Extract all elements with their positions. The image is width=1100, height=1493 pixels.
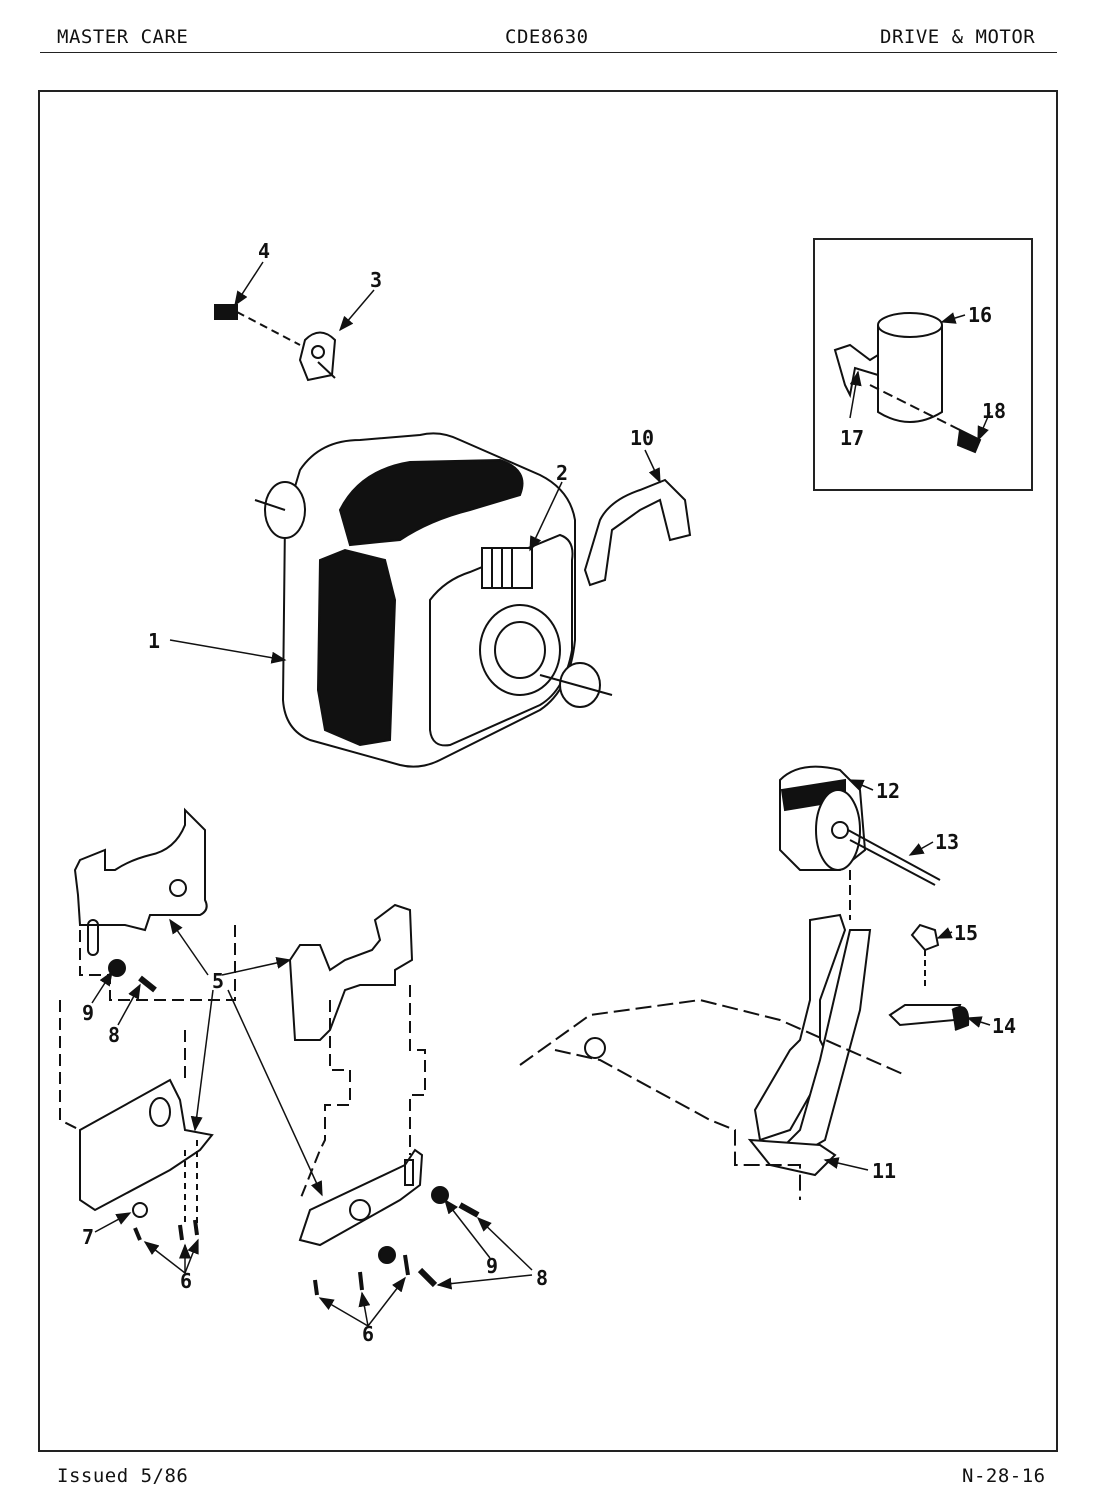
callout-13: 13 [935, 830, 959, 854]
capacitor-inset-frame [813, 238, 1033, 491]
header-section-title: DRIVE & MOTOR [880, 26, 1036, 48]
callout-16: 16 [968, 303, 992, 327]
callout-4: 4 [258, 239, 270, 263]
footer-issue-date: Issued 5/86 [57, 1465, 189, 1487]
callout-2: 2 [556, 461, 568, 485]
callout-17: 17 [840, 426, 864, 450]
clip-and-screw-drawing [214, 304, 337, 382]
callout-8-left: 8 [108, 1023, 120, 1047]
callout-15: 15 [954, 921, 978, 945]
motor-drawing [254, 432, 613, 768]
footer-page-code: N-28-16 [962, 1465, 1046, 1487]
callout-14: 14 [992, 1014, 1016, 1038]
callout-7: 7 [82, 1225, 94, 1249]
idler-assembly-drawing [519, 765, 970, 1200]
header-model-number: CDE8630 [505, 26, 589, 48]
capacitor-drawing [833, 312, 982, 454]
header-divider [40, 52, 1057, 53]
callout-8-right: 8 [536, 1266, 548, 1290]
left-bracket-drawing [59, 807, 480, 1296]
callout-1: 1 [148, 629, 160, 653]
callout-6-center: 6 [362, 1322, 374, 1346]
callout-3: 3 [370, 268, 382, 292]
callout-12: 12 [876, 779, 900, 803]
callout-9-left: 9 [82, 1001, 94, 1025]
callout-18: 18 [982, 399, 1006, 423]
harness-drawing [583, 478, 692, 587]
callout-leaders [91, 261, 991, 1327]
callout-11: 11 [872, 1159, 896, 1183]
callout-6-left: 6 [180, 1269, 192, 1293]
header-brand: MASTER CARE [57, 26, 189, 48]
callout-5: 5 [212, 969, 224, 993]
diagram-frame [38, 90, 1058, 1452]
callout-9-right: 9 [486, 1254, 498, 1278]
callout-10: 10 [630, 426, 654, 450]
